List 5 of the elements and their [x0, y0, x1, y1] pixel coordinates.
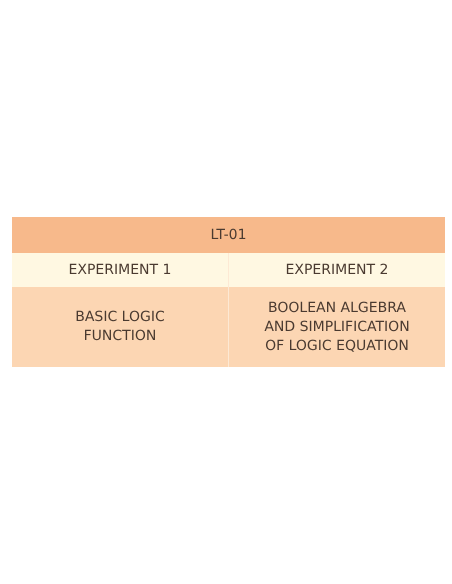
table-cell: EXPERIMENT 2	[228, 253, 445, 287]
table-cell: BASIC LOGIC FUNCTION	[12, 287, 228, 367]
table-cell: LT-01	[12, 217, 445, 253]
table-cell: EXPERIMENT 1	[12, 253, 228, 287]
table-cell: BOOLEAN ALGEBRA AND SIMPLIFICATION OF LOGIC EQUATION	[228, 287, 445, 367]
